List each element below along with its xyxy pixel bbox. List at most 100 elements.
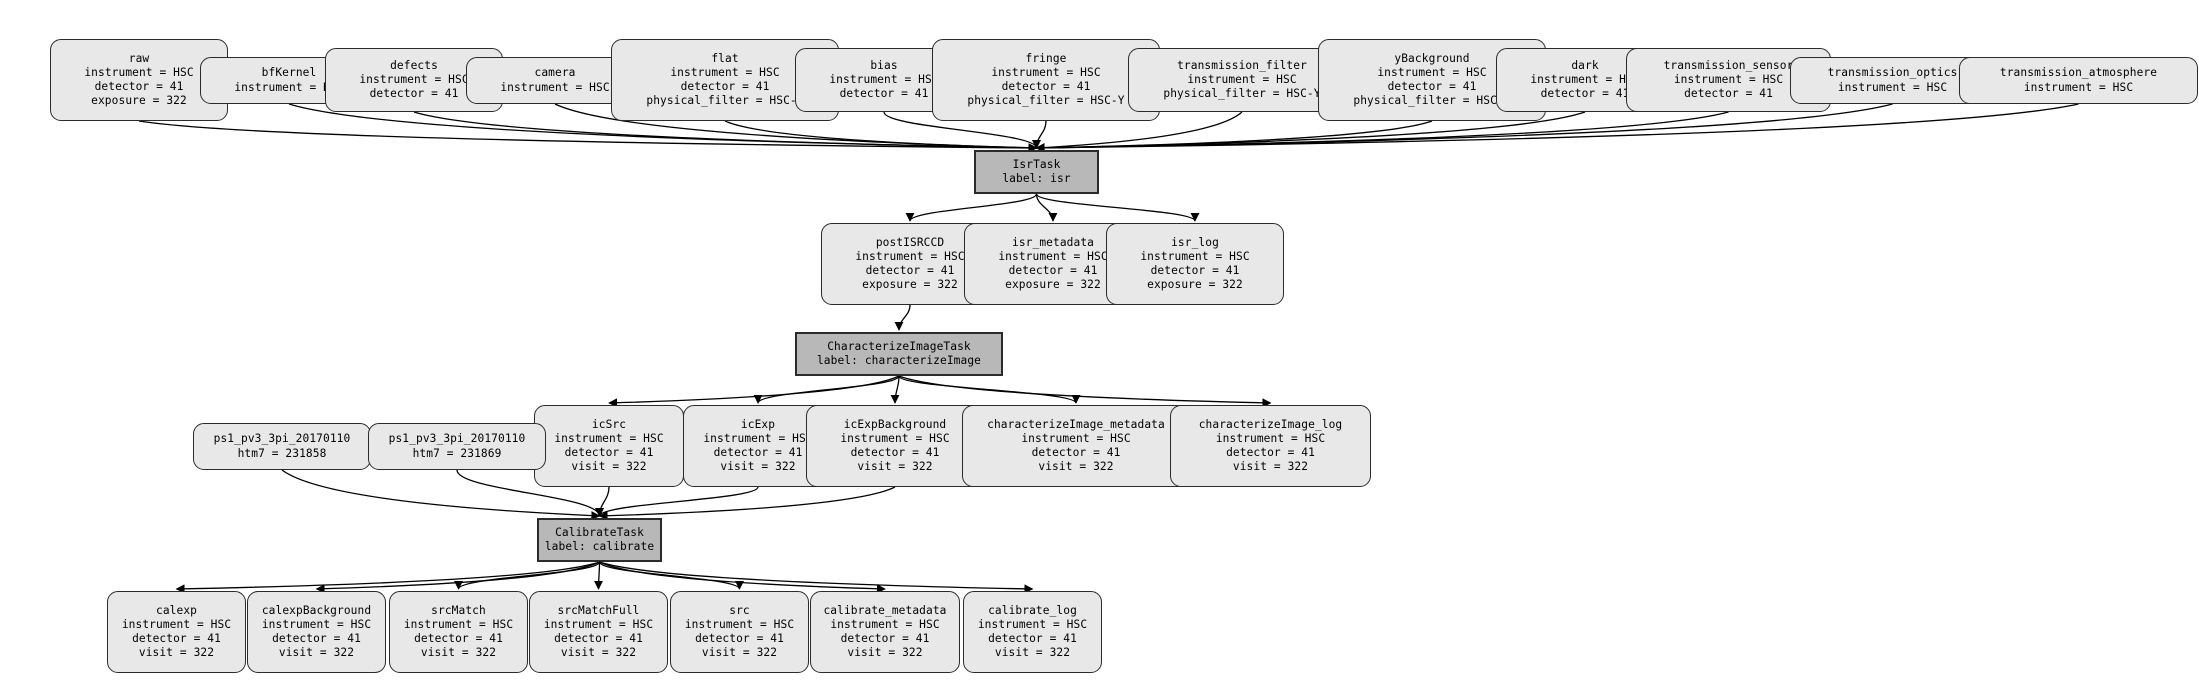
- node-attr: visit = 322: [278, 646, 355, 660]
- node-attr: detector = 41: [1387, 80, 1477, 93]
- node-title: calibrate_metadata: [823, 603, 947, 617]
- node-title: IsrTask: [1012, 157, 1061, 171]
- node-title: bias: [870, 58, 898, 72]
- node-attr: exposure = 322: [862, 278, 958, 292]
- node-attr: instrument = HSC: [829, 72, 939, 86]
- node-attr: label: calibrate: [544, 540, 655, 553]
- node-title: icExpBackground: [843, 417, 947, 431]
- node-attr: detector = 41: [94, 80, 184, 93]
- node-attr: detector = 41: [713, 446, 803, 459]
- node-attr: instrument = HSC: [234, 80, 344, 94]
- node-attr: detector = 41: [132, 632, 221, 645]
- node-title: fringe: [1025, 51, 1067, 65]
- node-attr: detector = 41: [272, 632, 361, 645]
- node-attr: detector = 41: [695, 632, 784, 645]
- node-attr: instrument = HSC: [1837, 80, 1948, 94]
- node-title: isr_log: [1171, 235, 1219, 249]
- graph-edge: [593, 561, 604, 590]
- graph-edge: [1035, 193, 1200, 222]
- node-attr: instrument = HSC: [977, 617, 1088, 631]
- node-attr: physical_filter = HSC-Y: [646, 94, 804, 108]
- node-attr: instrument = HSC: [84, 65, 194, 79]
- graph-edge: [898, 375, 1081, 404]
- node-attr: exposure = 322: [1147, 278, 1243, 292]
- node-attr: instrument = HSC: [543, 617, 654, 631]
- graph-edge: [724, 120, 1038, 153]
- node-attr: visit = 322: [571, 460, 647, 474]
- node-title: icSrc: [591, 417, 627, 431]
- node-attr: visit = 322: [701, 646, 778, 660]
- node-attr: visit = 322: [420, 646, 497, 660]
- node-attr: instrument = HSC: [1673, 72, 1784, 86]
- node-attr: instrument = HSC: [359, 72, 469, 86]
- node-attr: visit = 322: [857, 460, 933, 474]
- node-attr: htm7 = 231869: [412, 446, 502, 460]
- node-title: srcMatch: [431, 603, 486, 617]
- node-attr: detector = 41: [414, 632, 503, 645]
- node-attr: visit = 322: [847, 646, 923, 660]
- node-attr: physical_filter = HSC-Y: [967, 94, 1125, 108]
- node-attr: instrument = HSC: [670, 65, 780, 79]
- node-attr: physical_filter = HSC-Y: [1353, 94, 1511, 108]
- node-title: yBackground: [1394, 51, 1470, 65]
- node-title: transmission_sensor: [1663, 58, 1794, 72]
- graph-edge: [599, 561, 1034, 594]
- node-attr: instrument = HSC: [1021, 431, 1131, 445]
- node-attr: detector = 41: [865, 264, 955, 277]
- node-title: ps1_pv3_3pi_20170110: [213, 432, 351, 446]
- node-attr: visit = 322: [138, 646, 215, 660]
- graph-edge: [894, 304, 911, 331]
- graph-edge: [594, 486, 610, 517]
- node-title: transmission_optics: [1827, 66, 1958, 80]
- node-attr: detector = 41: [554, 632, 643, 645]
- node-attr: instrument = HSC: [1187, 72, 1297, 86]
- node-attr: instrument = HSC: [554, 431, 664, 445]
- node-title: ps1_pv3_3pi_20170110: [388, 432, 526, 446]
- node-attr: instrument = HSC: [2023, 80, 2134, 94]
- node-attr: detector = 41: [850, 446, 940, 459]
- node-attr: instrument = HSC: [1215, 431, 1326, 445]
- node-attr: instrument = HSC: [684, 617, 795, 631]
- node-title: CalibrateTask: [555, 525, 644, 539]
- node-title: CharacterizeImageTask: [827, 339, 971, 353]
- graph-edge: [753, 375, 900, 404]
- node-attr: detector = 41: [1540, 87, 1630, 101]
- node-attr: physical_filter = HSC-Y: [1163, 87, 1321, 101]
- node-attr: instrument = HSC: [1140, 249, 1250, 263]
- graph-edge: [138, 120, 1038, 153]
- graph-edge: [315, 561, 600, 594]
- node-title: transmission_filter: [1177, 58, 1307, 72]
- node-attr: detector = 41: [1008, 264, 1098, 277]
- node-attr: visit = 322: [720, 460, 796, 474]
- graph-edge: [1031, 120, 1047, 149]
- node-attr: exposure = 322: [91, 94, 187, 108]
- node-attr: htm7 = 231858: [237, 446, 327, 460]
- node-title: calexpBackground: [261, 603, 372, 617]
- graph-edge: [1035, 193, 1058, 222]
- node-title: icExp: [740, 417, 776, 431]
- node-attr: instrument = HSC: [991, 65, 1101, 79]
- node-attr: detector = 41: [680, 80, 770, 93]
- node-title: dark: [1571, 58, 1599, 72]
- node-title: srcMatchFull: [557, 603, 640, 617]
